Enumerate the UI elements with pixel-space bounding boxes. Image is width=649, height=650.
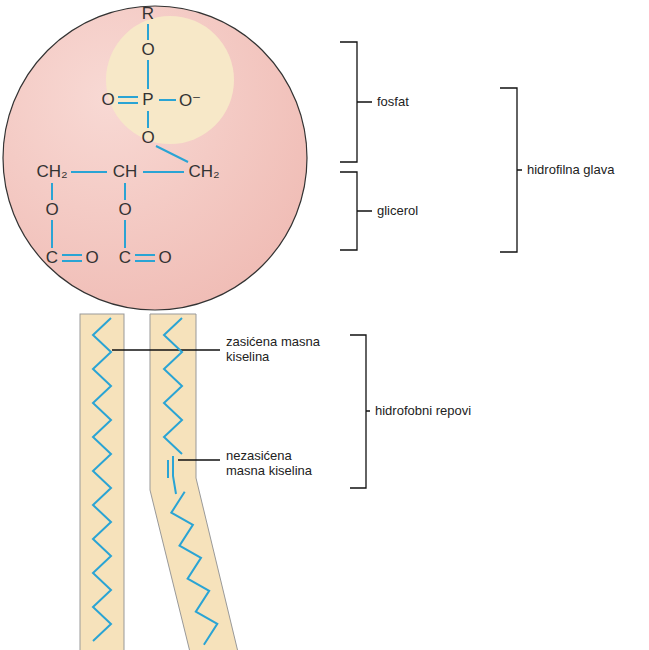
group-label: CH₂: [188, 162, 219, 182]
atom-label: O: [158, 248, 171, 268]
atom-label: O: [45, 200, 58, 220]
part-label: hidrofilna glava: [527, 163, 614, 178]
atom-label: O⁻: [179, 90, 201, 111]
part-label: hidrofobni repovi: [375, 404, 471, 419]
saturated-tail: [80, 314, 124, 650]
atom-label: R: [142, 4, 154, 24]
atom-label: O: [101, 90, 114, 110]
carbon-chain: [171, 492, 217, 645]
group-label: CH₂: [36, 162, 67, 182]
part-label: zasićena masna kiselina: [226, 335, 331, 365]
part-label: fosfat: [377, 95, 409, 110]
atom-label: O: [118, 200, 131, 220]
atom-label: C: [46, 248, 58, 268]
unsaturated-tail: [150, 314, 238, 650]
atom-label: O: [85, 248, 98, 268]
brackets: [112, 42, 522, 488]
hydrophilic-head: [3, 6, 307, 310]
double-bond: [168, 456, 176, 494]
part-label: glicerol: [377, 204, 418, 219]
atom-label: O: [141, 128, 154, 148]
group-label: CH: [113, 162, 138, 182]
part-label: nezasićena masna kiselina: [226, 449, 331, 479]
atom-label: C: [119, 248, 131, 268]
atom-label: O: [141, 40, 154, 60]
phosphate-highlight: [106, 16, 234, 144]
atom-label: P: [142, 90, 153, 110]
chemical-bonds: [52, 24, 188, 261]
carbon-chain: [93, 318, 111, 641]
carbon-chain: [164, 318, 182, 454]
